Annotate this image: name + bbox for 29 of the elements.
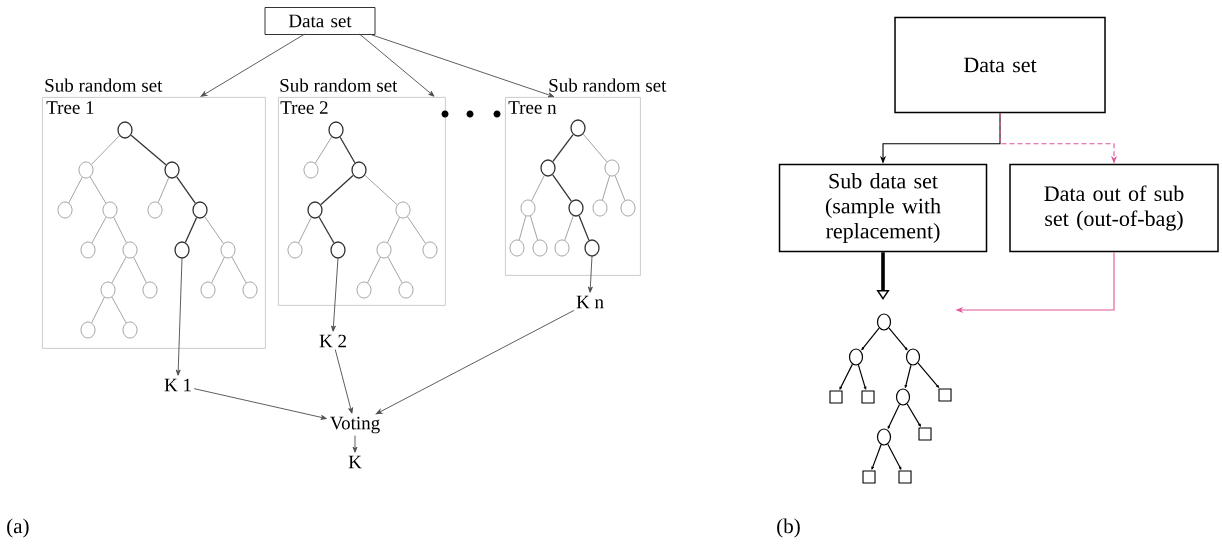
arrow <box>359 33 435 97</box>
arrow <box>876 252 890 300</box>
arrow <box>587 255 593 293</box>
node-label: K 1 <box>164 378 191 392</box>
arrow <box>375 310 575 415</box>
node-label: K <box>348 455 362 469</box>
process-box: Data set <box>894 16 1106 114</box>
tree-label: Tree 1 <box>46 101 94 114</box>
arrow <box>331 257 339 332</box>
arrow <box>369 33 555 98</box>
process-box: Data out of sub set (out-of-bag) <box>1009 163 1219 253</box>
tree-drawing <box>829 313 952 484</box>
arrow <box>352 435 358 453</box>
process-box: Data set <box>264 7 376 35</box>
panel-label: (a) <box>7 518 29 538</box>
node-label: K 2 <box>319 334 346 348</box>
arrow <box>200 33 306 97</box>
panel-label: (b) <box>777 518 800 538</box>
arrow <box>175 257 183 376</box>
arrow <box>334 349 353 414</box>
panel-heading: Sub random set <box>549 78 667 92</box>
arrow <box>193 388 327 420</box>
process-box: Sub data set (sample with replacement) <box>778 163 988 253</box>
panel-heading: Sub random set <box>45 78 163 92</box>
tree-label: Tree n <box>508 101 557 114</box>
panel-heading: Sub random set <box>280 78 398 92</box>
tree-label: Tree 2 <box>280 101 328 114</box>
node-label: K n <box>576 295 604 309</box>
node-label: Voting <box>330 416 380 434</box>
